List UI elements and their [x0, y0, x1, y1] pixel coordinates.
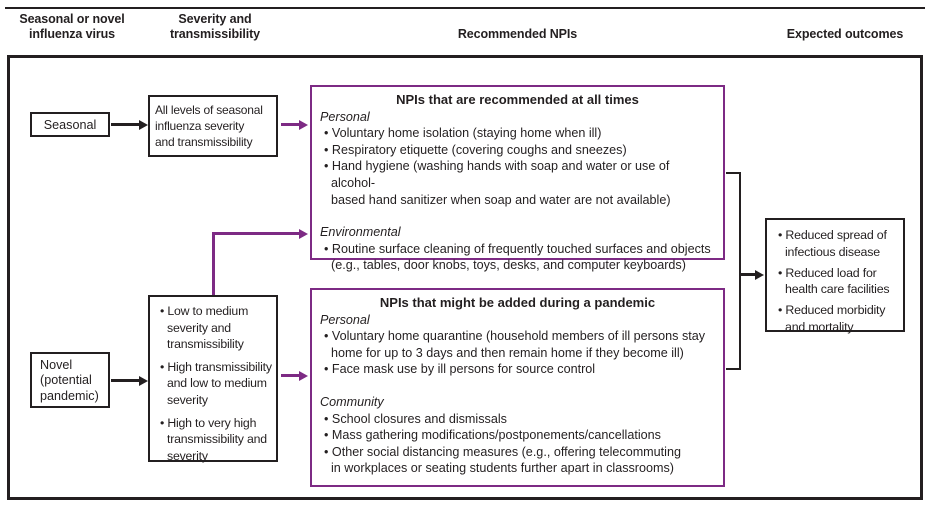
line-segment [111, 123, 140, 126]
group-heading-community: Community [320, 394, 384, 409]
group-heading-personal: Personal [320, 109, 370, 124]
severity-item: High to very high transmissibility and s… [156, 415, 274, 465]
line-segment [281, 123, 300, 126]
all-levels-severity-box: All levels of seasonal influenza severit… [148, 95, 278, 157]
seasonal-virus-label: Seasonal [43, 117, 97, 132]
outcome-item: Reduced spread of infectious disease [774, 227, 901, 261]
group-heading-personal: Personal [320, 312, 370, 327]
npi-item: Hand hygiene (washing hands with soap an… [320, 158, 715, 208]
npi-group-personal: Personal Voluntary home isolation (stayi… [320, 109, 715, 209]
outcome-item: Reduced morbidity and mortality [774, 302, 901, 336]
arrowhead-icon [139, 119, 148, 130]
npi-item: Mass gathering modifications/postponemen… [320, 427, 715, 444]
npi-all-times-box: NPIs that are recommended at all times P… [310, 85, 725, 272]
seasonal-virus-box: Seasonal [30, 112, 110, 137]
npi-pandemic-box: NPIs that might be added during a pandem… [310, 288, 725, 487]
arrowhead-icon [299, 228, 308, 239]
npi-group-personal-pandemic: Personal Voluntary home quarantine (hous… [320, 312, 715, 378]
line-segment [281, 374, 300, 377]
severity-item: High transmissibility and low to medium … [156, 359, 274, 409]
npi-item: Respiratory etiquette (covering coughs a… [320, 142, 715, 159]
column-header-severity: Severity and transmissibility [169, 12, 261, 41]
npi-item: Face mask use by ill persons for source … [320, 361, 715, 378]
npi-item: Voluntary home quarantine (household mem… [320, 328, 715, 361]
novel-virus-box: Novel (potential pandemic) [30, 352, 110, 408]
arrowhead-icon [299, 370, 308, 381]
arrowhead-icon [139, 375, 148, 386]
line-segment [212, 232, 300, 235]
line-segment [739, 172, 741, 369]
expected-outcomes-box: Reduced spread of infectious disease Red… [765, 218, 905, 334]
line-segment [212, 232, 215, 295]
column-header-outcomes: Expected outcomes [786, 27, 904, 41]
line-segment [726, 368, 741, 370]
npi-item: Voluntary home isolation (staying home w… [320, 125, 715, 142]
column-header-npis: Recommended NPIs [457, 27, 578, 41]
npi-item: Other social distancing measures (e.g., … [320, 444, 715, 477]
npi-item: School closures and dismissals [320, 411, 715, 428]
line-segment [726, 172, 741, 174]
arrowhead-icon [299, 119, 308, 130]
pandemic-severity-box: Low to medium severity and transmissibil… [148, 295, 278, 465]
npi-all-times-title: NPIs that are recommended at all times [396, 92, 639, 107]
npi-item: Routine surface cleaning of frequently t… [320, 241, 715, 274]
npi-pandemic-title: NPIs that might be added during a pandem… [379, 295, 656, 310]
line-segment [111, 379, 140, 382]
npi-group-environmental: Environmental Routine surface cleaning o… [320, 224, 715, 274]
top-rule [5, 7, 925, 9]
line-segment [739, 273, 756, 276]
outcome-item: Reduced load for health care facilities [774, 265, 901, 299]
group-heading-environmental: Environmental [320, 225, 401, 240]
npi-group-community: Community School closures and dismissals… [320, 394, 715, 477]
arrowhead-icon [755, 269, 764, 280]
figure-frame [7, 55, 923, 500]
column-header-virus: Seasonal or novel influenza virus [19, 12, 125, 41]
severity-item: Low to medium severity and transmissibil… [156, 303, 274, 353]
